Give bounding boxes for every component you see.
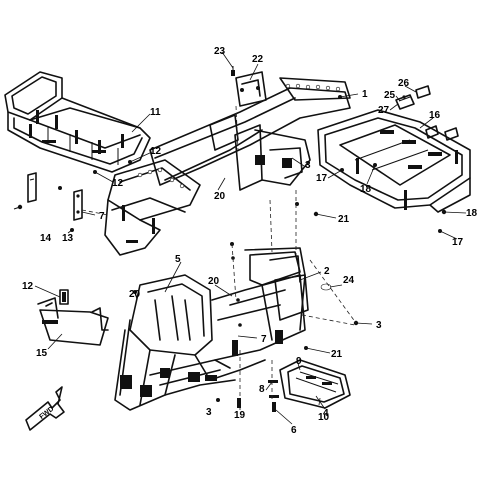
alignment-lines [81, 105, 357, 400]
callout-13: 13 [62, 233, 74, 244]
callout-5: 5 [175, 254, 181, 265]
callout-3a: 3 [305, 160, 311, 171]
callout-7a: 7 [99, 211, 105, 222]
callout-6: 6 [291, 425, 297, 436]
rear-rack [4, 71, 151, 173]
callout-25: 25 [384, 90, 396, 101]
callout-12a: 12 [112, 178, 124, 189]
fasteners [13, 95, 447, 412]
callout-3b: 3 [376, 320, 382, 331]
bracket-left-stand [27, 172, 37, 203]
callout-3c: 3 [206, 407, 212, 418]
callout-17b: 17 [452, 237, 464, 248]
callout-9: 9 [296, 356, 302, 367]
callout-21a: 21 [338, 214, 350, 225]
callout-20c: 20 [129, 289, 141, 300]
fwd-arrow: FWD [25, 386, 65, 431]
callout-23: 23 [214, 46, 226, 57]
callout-27: 27 [378, 105, 390, 116]
callout-15: 15 [36, 348, 48, 359]
callout-24: 24 [343, 275, 355, 286]
callout-21b: 21 [331, 349, 343, 360]
callout-14: 14 [40, 233, 52, 244]
callout-22: 22 [252, 54, 264, 65]
bracket-13 [73, 189, 83, 221]
bolt-23 [231, 66, 235, 76]
callout-16: 16 [429, 110, 441, 121]
upper-frame [104, 77, 351, 256]
callout-20a: 20 [214, 191, 226, 202]
callout-2: 2 [324, 266, 330, 277]
callout-12c: 12 [22, 281, 34, 292]
callout-8: 8 [259, 384, 265, 395]
callout-10: 10 [318, 412, 330, 423]
front-rack [317, 109, 471, 213]
front-bumper [37, 289, 109, 346]
callout-7b: 7 [261, 334, 267, 345]
callout-4: 4 [323, 408, 329, 419]
callout-20b: 20 [208, 276, 220, 287]
callout-18b: 18 [466, 208, 478, 219]
lower-frame [114, 247, 309, 411]
leader-lines [34, 51, 467, 425]
callout-17a: 17 [316, 173, 328, 184]
callout-11: 11 [150, 107, 161, 118]
callout-labels: 1 2 3 3 3 4 5 6 7 7 8 9 10 11 12 12 12 1… [22, 46, 478, 436]
callout-18a: 18 [360, 184, 372, 195]
footrest [279, 359, 351, 409]
callout-26: 26 [398, 78, 410, 89]
callout-1: 1 [362, 89, 368, 100]
parts-25-26-27 [395, 85, 459, 141]
callout-19: 19 [234, 410, 246, 421]
callout-12b: 12 [150, 146, 162, 157]
bracket-22 [235, 71, 267, 107]
